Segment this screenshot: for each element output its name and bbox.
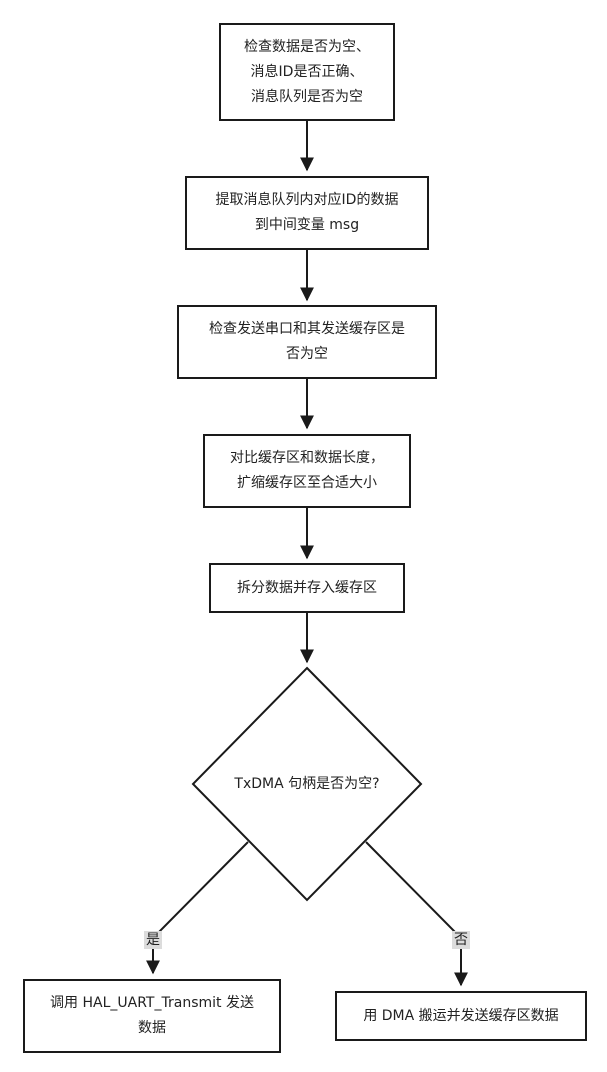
check-data-node: 检查数据是否为空、 消息ID是否正确、 消息队列是否为空 [219,23,395,121]
expand-buffer-node: 对比缓存区和数据长度， 扩缩缓存区至合适大小 [203,434,411,508]
edge-label-yes: 是 [144,931,162,949]
hal-transmit-label: 调用 HAL_UART_Transmit 发送 数据 [50,995,254,1036]
extract-msg-node: 提取消息队列内对应ID的数据 到中间变量 msg [185,176,429,250]
check-uart-node: 检查发送串口和其发送缓存区是 否为空 [177,305,437,379]
split-data-node: 拆分数据并存入缓存区 [209,563,405,613]
edge-label-no: 否 [452,931,470,949]
decision-diamond [191,666,423,902]
extract-msg-label: 提取消息队列内对应ID的数据 到中间变量 msg [215,192,399,233]
expand-buffer-label: 对比缓存区和数据长度， 扩缩缓存区至合适大小 [230,450,384,491]
split-data-label: 拆分数据并存入缓存区 [237,579,377,596]
check-uart-label: 检查发送串口和其发送缓存区是 否为空 [209,321,405,362]
edge-decision-to-dma-send [365,841,468,987]
edge-decision-to-hal-transmit [146,841,249,975]
dma-send-node: 用 DMA 搬运并发送缓存区数据 [335,991,587,1041]
decision-label: TxDMA 句柄是否为空? [234,776,380,792]
hal-transmit-node: 调用 HAL_UART_Transmit 发送 数据 [23,979,281,1053]
dma-send-label: 用 DMA 搬运并发送缓存区数据 [363,1007,559,1024]
check-data-label: 检查数据是否为空、 消息ID是否正确、 消息队列是否为空 [244,38,370,105]
